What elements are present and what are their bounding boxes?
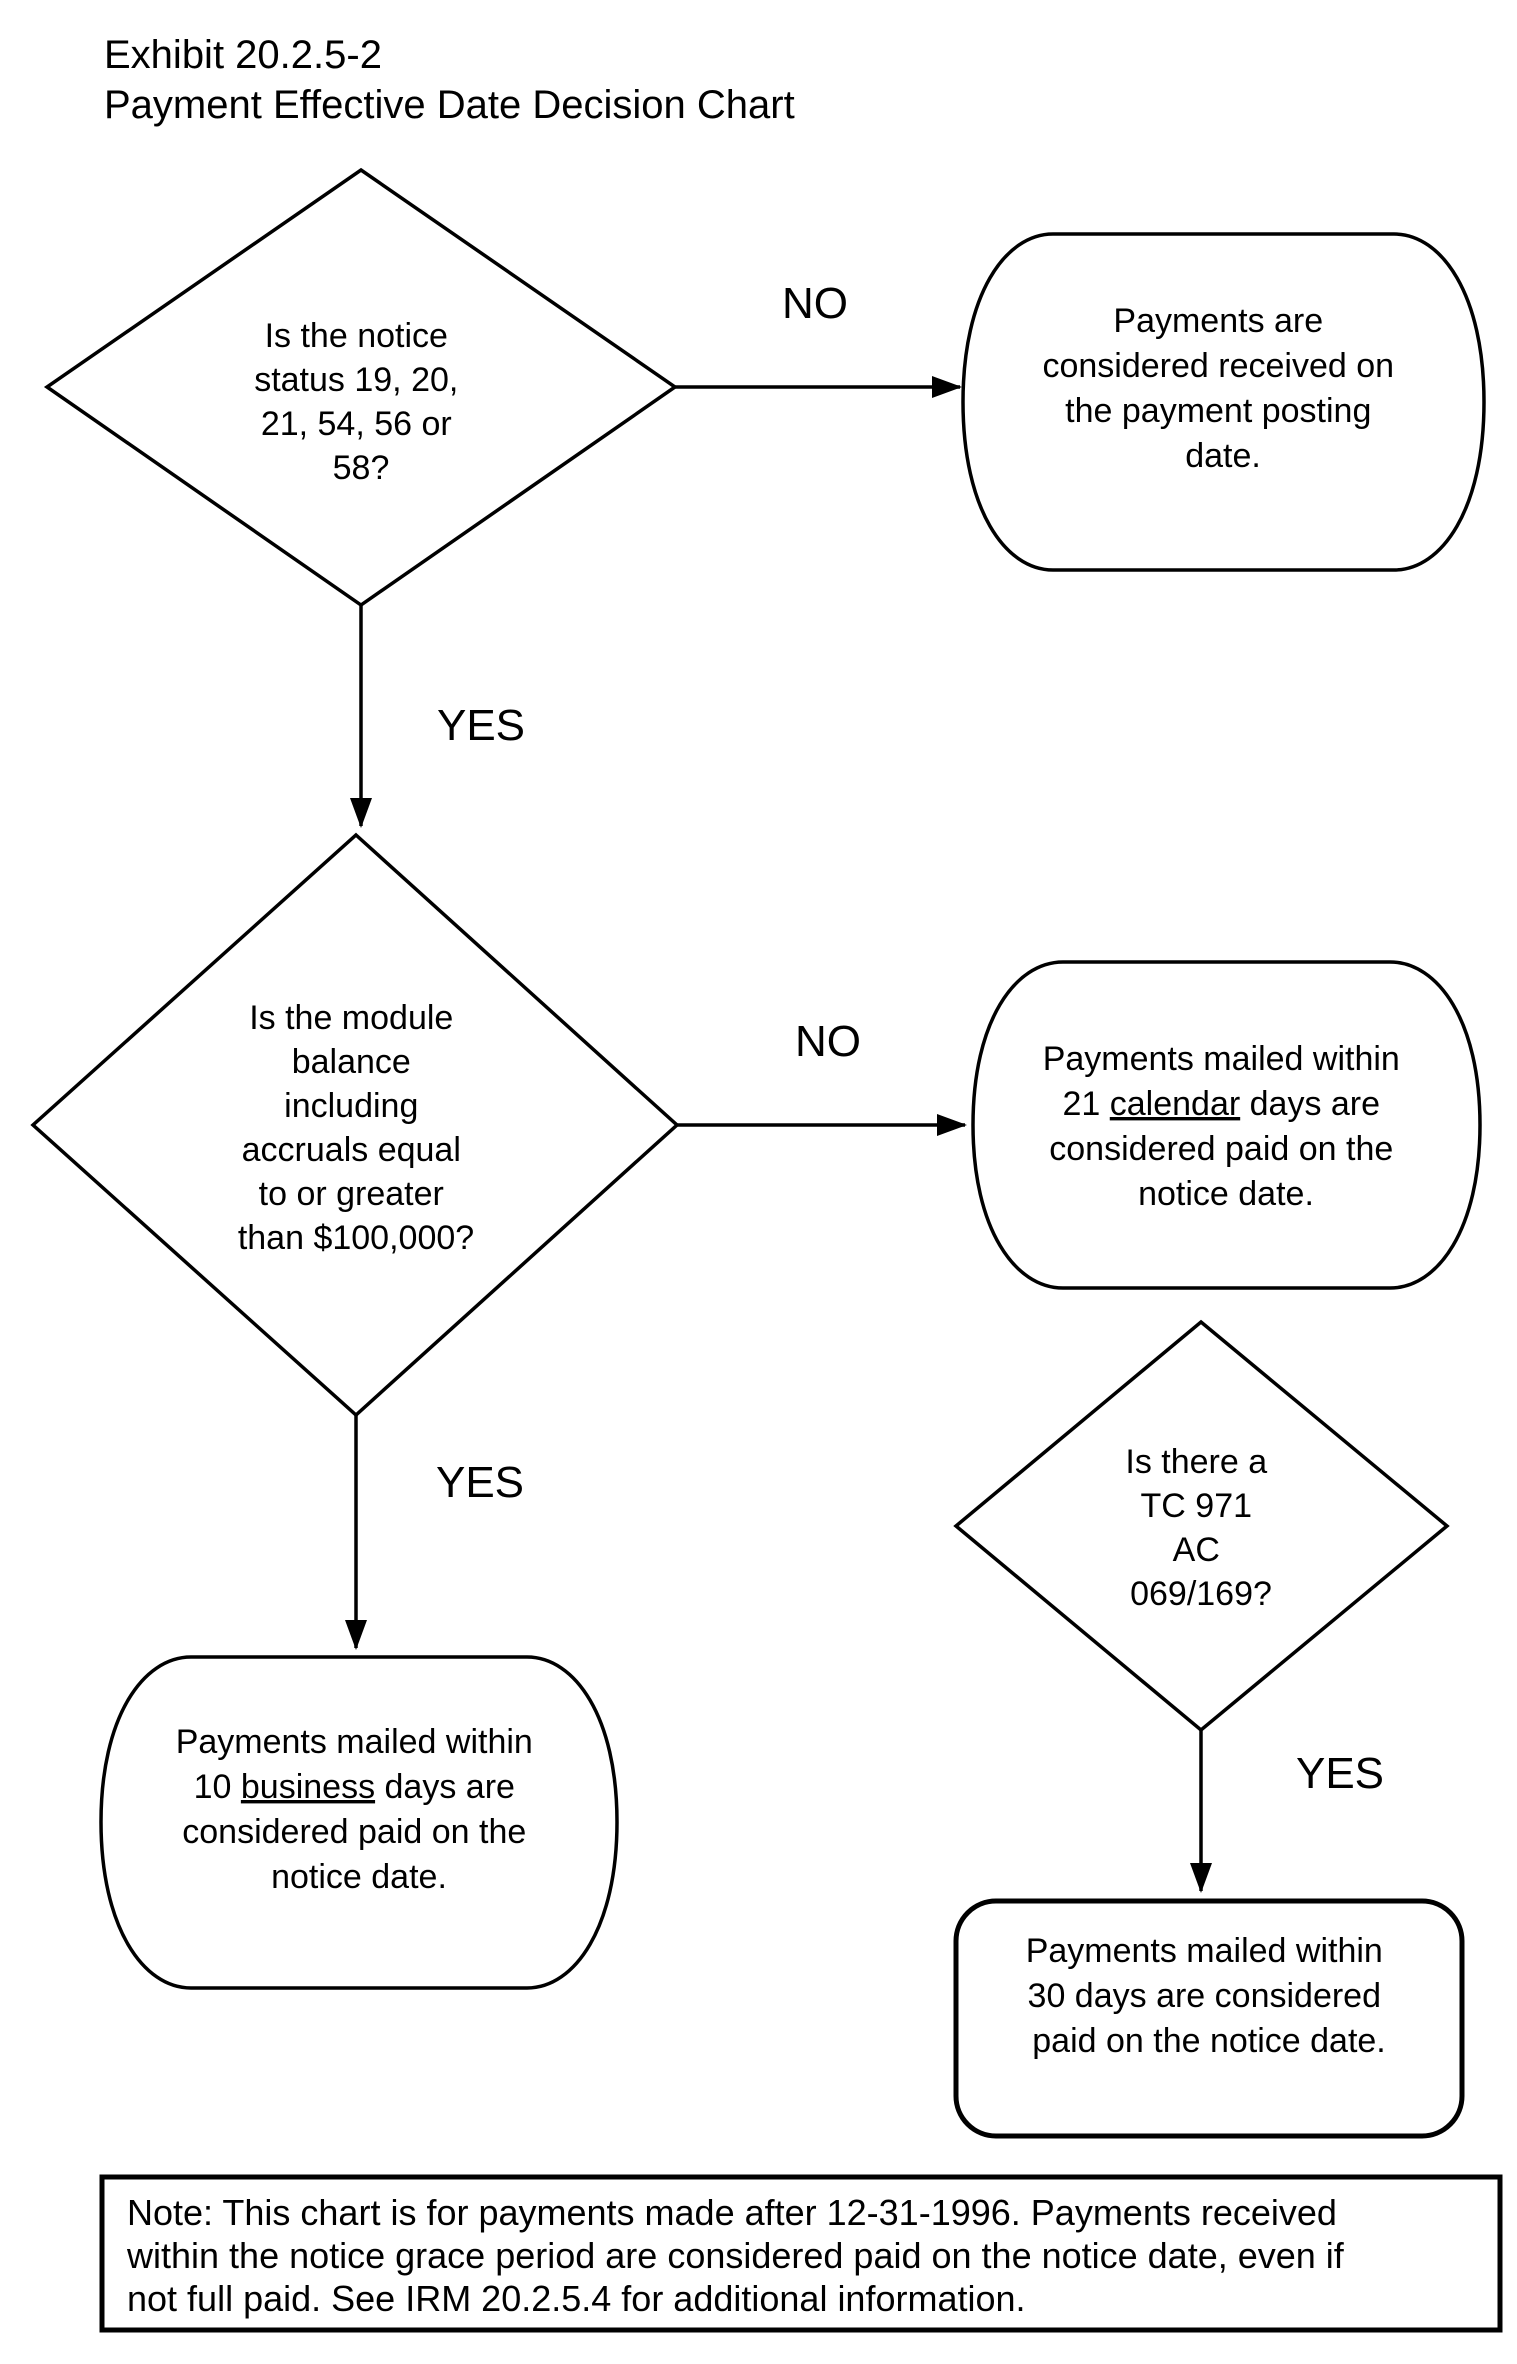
decision-line: Is the module <box>249 999 453 1037</box>
terminal-line: Payments mailed within <box>1026 1932 1383 1970</box>
decision-tc971-diamond <box>953 1319 1450 1733</box>
terminal-line: the payment posting <box>1065 392 1371 430</box>
terminal-10-business-days-label: Payments mailed within 10 business days … <box>176 1723 543 1896</box>
terminal-line-part: days are <box>1240 1085 1380 1123</box>
exhibit-title: Payment Effective Date Decision Chart <box>104 83 795 127</box>
terminal-line: considered paid on the <box>1049 1130 1393 1168</box>
exhibit-number: Exhibit 20.2.5-2 <box>104 33 382 77</box>
note-text: Note: This chart is for payments made af… <box>126 2192 1354 2319</box>
terminal-line: 30 days are considered <box>1028 1977 1381 2015</box>
edge-label-no-2: NO <box>795 1017 861 1066</box>
terminal-line: Payments mailed within <box>1043 1040 1400 1078</box>
terminal-line: considered received on <box>1042 347 1394 385</box>
terminal-line: Payments are <box>1113 302 1323 340</box>
decision-line: 58? <box>333 449 390 487</box>
edge-label-no-1: NO <box>782 279 848 328</box>
terminal-line: 10 business days are <box>194 1768 515 1806</box>
terminal-line-part: 10 <box>194 1768 241 1806</box>
underlined-word: calendar <box>1110 1085 1240 1123</box>
terminal-line: 21 calendar days are <box>1063 1085 1381 1123</box>
decision-line: status 19, 20, <box>254 361 458 399</box>
terminal-30-days-label: Payments mailed within 30 days are consi… <box>1026 1932 1393 2060</box>
terminal-line-part: days are <box>375 1768 515 1806</box>
terminal-payment-posting-date-label: Payments are considered received on the … <box>1042 302 1403 475</box>
decision-line: AC <box>1173 1531 1220 1569</box>
decision-module-balance-label: Is the module balance including accruals… <box>238 999 474 1257</box>
terminal-line: paid on the notice date. <box>1032 2022 1386 2060</box>
terminal-line: date. <box>1185 437 1261 475</box>
decision-line: TC 971 <box>1141 1487 1253 1525</box>
terminal-10-business-days-shape <box>99 1655 619 1990</box>
decision-module-balance-diamond <box>30 832 680 1418</box>
decision-line: to or greater <box>259 1175 444 1213</box>
terminal-line: Payments mailed within <box>176 1723 533 1761</box>
note-line: not full paid. See IRM 20.2.5.4 for addi… <box>127 2278 1026 2319</box>
underlined-word: business <box>241 1768 375 1806</box>
terminal-line-part: 21 <box>1063 1085 1110 1123</box>
terminal-payment-posting-date-shape <box>961 232 1486 572</box>
terminal-21-calendar-days-label: Payments mailed within 21 calendar days … <box>1043 1040 1410 1213</box>
decision-notice-status-label: Is the notice status 19, 20, 21, 54, 56 … <box>254 317 468 487</box>
decision-line: balance <box>292 1043 411 1081</box>
edge-label-yes-1: YES <box>437 701 525 750</box>
decision-tc971-label: Is there a TC 971 AC 069/169? <box>1125 1443 1276 1613</box>
decision-line: 069/169? <box>1130 1575 1272 1613</box>
terminal-30-days-shape <box>953 1898 1465 2139</box>
decision-line: Is the notice <box>265 317 448 355</box>
decision-line: including <box>284 1087 418 1125</box>
decision-line: accruals equal <box>242 1131 461 1169</box>
decision-line: 21, 54, 56 or <box>261 405 452 443</box>
note-box <box>99 2174 1503 2333</box>
terminal-line: considered paid on the <box>182 1813 526 1851</box>
edge-label-yes-2: YES <box>436 1458 524 1507</box>
terminal-line: notice date. <box>1138 1175 1314 1213</box>
decision-line: Is there a <box>1125 1443 1267 1481</box>
note-line: within the notice grace period are consi… <box>126 2235 1345 2276</box>
note-line: Note: This chart is for payments made af… <box>127 2192 1337 2233</box>
terminal-21-calendar-days-shape <box>971 960 1482 1290</box>
terminal-line: notice date. <box>271 1858 447 1896</box>
decision-line: than $100,000? <box>238 1219 474 1257</box>
edge-label-yes-3: YES <box>1296 1749 1384 1798</box>
